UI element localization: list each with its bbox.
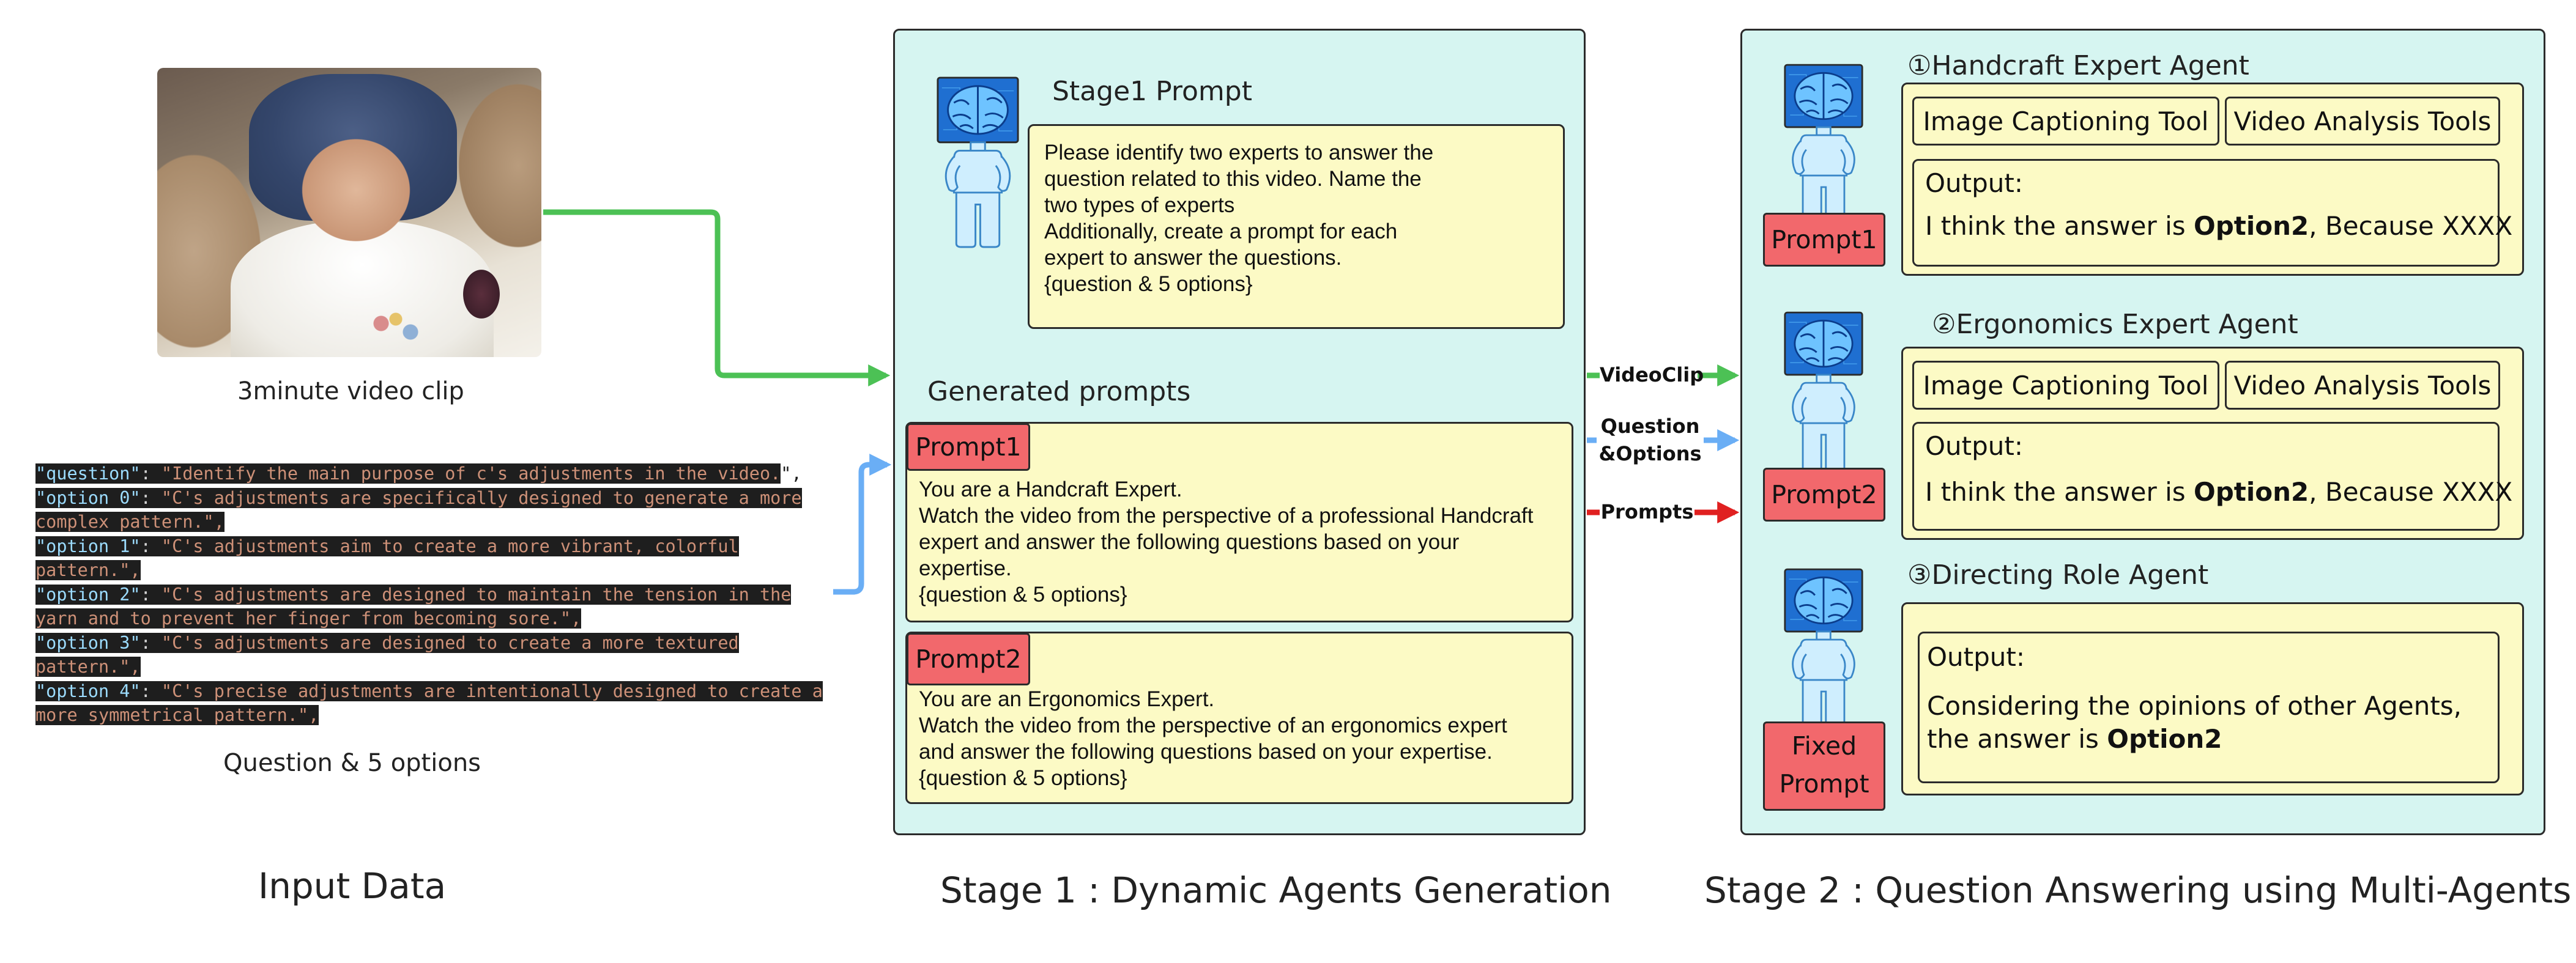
code-line-highlight: "option 4": "C's precise adjustments are… — [35, 681, 823, 701]
input-data-title: Input Data — [258, 865, 447, 907]
code-key: "option 0" — [35, 487, 141, 508]
stage1-robot-icon — [936, 75, 1020, 250]
prompt2-tag: Prompt2 — [907, 633, 1030, 685]
code-line-highlight: yarn and to prevent her finger from beco… — [35, 608, 582, 629]
code-line: more symmetrical pattern.", — [35, 703, 874, 728]
agent1-output-label: Output: — [1925, 168, 2024, 198]
agent2-output-answer: Option2 — [2194, 477, 2309, 507]
agent3-output-label: Output: — [1927, 642, 2025, 672]
stage2-section-title: Stage 2 : Question Answering using Multi… — [1704, 869, 2572, 911]
agent1-prompt-tag: Prompt1 — [1763, 213, 1885, 267]
agent1-robot-icon — [1783, 61, 1864, 232]
agent2-output-box: Output: I think the answer is Option2, B… — [1912, 422, 2512, 531]
agent3-prompt-tag: Fixed Prompt — [1763, 721, 1885, 811]
code-line: "option 2": "C's adjustments are designe… — [35, 583, 874, 607]
agent1-title: ①Handcraft Expert Agent — [1907, 50, 2249, 81]
prompt1-tag: Prompt1 — [907, 423, 1030, 471]
stage1-section-title: Stage 1 : Dynamic Agents Generation — [940, 869, 1612, 911]
agent1-output-pre: I think the answer is — [1925, 211, 2194, 241]
code-line-highlight: "option 0": "C's adjustments are specifi… — [35, 487, 802, 508]
code-line: "option 3": "C's adjustments are designe… — [35, 631, 874, 655]
agent2-output-label: Output: — [1925, 431, 2024, 461]
agent2-robot-icon — [1783, 309, 1864, 480]
code-key: "option 1" — [35, 536, 141, 556]
code-string: pattern.", — [35, 657, 141, 677]
code-string: yarn and to prevent her finger from beco… — [35, 608, 582, 629]
code-string: "Identify the main purpose of c's adjust… — [161, 463, 781, 484]
code-separator: : — [140, 632, 161, 653]
agent3-output-box: Output: Considering the opinions of othe… — [1918, 632, 2500, 783]
stage1-prompt-title: Stage1 Prompt — [1052, 76, 1252, 107]
agent1-video-analysis-tool: Video Analysis Tools — [2225, 97, 2500, 146]
code-line: "question": "Identify the main purpose o… — [35, 462, 874, 486]
code-line: complex pattern.", — [35, 510, 874, 534]
code-string: "C's adjustments are designed to maintai… — [161, 584, 792, 605]
code-separator: : — [140, 487, 161, 508]
code-string: more symmetrical pattern.", — [35, 705, 319, 725]
code-line-highlight: "option 2": "C's adjustments are designe… — [35, 584, 792, 605]
code-line: "option 4": "C's precise adjustments are… — [35, 679, 874, 704]
video-caption: 3minute video clip — [237, 377, 464, 405]
agent2-output-post: , Because XXXX — [2309, 477, 2513, 507]
agent1-output-post: , Because XXXX — [2309, 211, 2513, 241]
code-string: "C's precise adjustments are intentional… — [161, 681, 823, 701]
options-to-stage1-arrow — [833, 454, 892, 595]
agent2-output-text: I think the answer is Option2, Because X… — [1925, 476, 2512, 509]
agent2-video-analysis-tool: Video Analysis Tools — [2225, 361, 2500, 410]
code-key: "option 3" — [35, 632, 141, 653]
agent2-prompt-tag: Prompt2 — [1763, 468, 1885, 522]
videoclip-label: VideoClip — [1600, 363, 1704, 386]
code-line-highlight: pattern.", — [35, 657, 141, 677]
agent2-image-captioning-tool: Image Captioning Tool — [1912, 361, 2219, 410]
code-separator: : — [140, 681, 161, 701]
agent3-output-pre: the answer is — [1927, 724, 2107, 754]
prompts-label: Prompts — [1600, 500, 1694, 523]
options-caption: Question & 5 options — [223, 749, 481, 777]
code-separator: : — [140, 463, 161, 484]
code-line-highlight: pattern.", — [35, 560, 141, 580]
code-line: yarn and to prevent her finger from beco… — [35, 607, 874, 631]
agent1-image-captioning-tool: Image Captioning Tool — [1912, 97, 2219, 146]
code-line: "option 0": "C's adjustments are specifi… — [35, 486, 874, 511]
code-line-highlight: complex pattern.", — [35, 512, 225, 532]
prompt1-text: You are a Handcraft Expert. Watch the vi… — [919, 478, 1534, 607]
video-thumbnail — [157, 68, 541, 357]
code-string: pattern.", — [35, 560, 141, 580]
code-line-highlight: "question": "Identify the main purpose o… — [35, 463, 781, 484]
stage1-prompt-box: Please identify two experts to answer th… — [1028, 124, 1565, 329]
code-line: "option 1": "C's adjustments aim to crea… — [35, 534, 874, 559]
code-string: "C's adjustments aim to create a more vi… — [161, 536, 739, 556]
question-options-code: "question": "Identify the main purpose o… — [35, 462, 874, 728]
agent3-output-line1: Considering the opinions of other Agents… — [1927, 691, 2462, 721]
code-line: pattern.", — [35, 558, 874, 583]
agent1-output-box: Output: I think the answer is Option2, B… — [1912, 159, 2512, 267]
stage1-prompt-text: Please identify two experts to answer th… — [1044, 141, 1434, 296]
generated-prompts-title: Generated prompts — [927, 376, 1191, 407]
code-separator: : — [140, 584, 161, 605]
prompt2-box: You are an Ergonomics Expert. Watch the … — [905, 632, 1573, 804]
code-string: "C's adjustments are specifically design… — [161, 487, 802, 508]
video-to-stage1-arrow — [543, 209, 891, 386]
code-line: pattern.", — [35, 655, 874, 679]
code-line-highlight: "option 1": "C's adjustments aim to crea… — [35, 536, 739, 556]
agent1-output-text: I think the answer is Option2, Because X… — [1925, 210, 2512, 243]
agent2-output-pre: I think the answer is — [1925, 477, 2194, 507]
agent2-title: ②Ergonomics Expert Agent — [1932, 309, 2298, 340]
agent3-output-line2: the answer is Option2 — [1927, 723, 2222, 756]
agent1-output-answer: Option2 — [2194, 211, 2309, 241]
code-string: complex pattern.", — [35, 512, 225, 532]
code-key: "question" — [35, 463, 141, 484]
prompt2-text: You are an Ergonomics Expert. Watch the … — [919, 687, 1507, 790]
code-string: "C's adjustments are designed to create … — [161, 632, 739, 653]
code-line-highlight: more symmetrical pattern.", — [35, 705, 319, 725]
code-separator: : — [140, 536, 161, 556]
code-key: "option 4" — [35, 681, 141, 701]
agent3-robot-icon — [1783, 566, 1864, 737]
agent3-title: ③Directing Role Agent — [1907, 559, 2209, 591]
question-options-label: Question &Options — [1597, 413, 1704, 468]
code-tail: ", — [781, 463, 802, 484]
code-key: "option 2" — [35, 584, 141, 605]
agent3-output-answer: Option2 — [2107, 724, 2222, 754]
code-line-highlight: "option 3": "C's adjustments are designe… — [35, 632, 739, 653]
